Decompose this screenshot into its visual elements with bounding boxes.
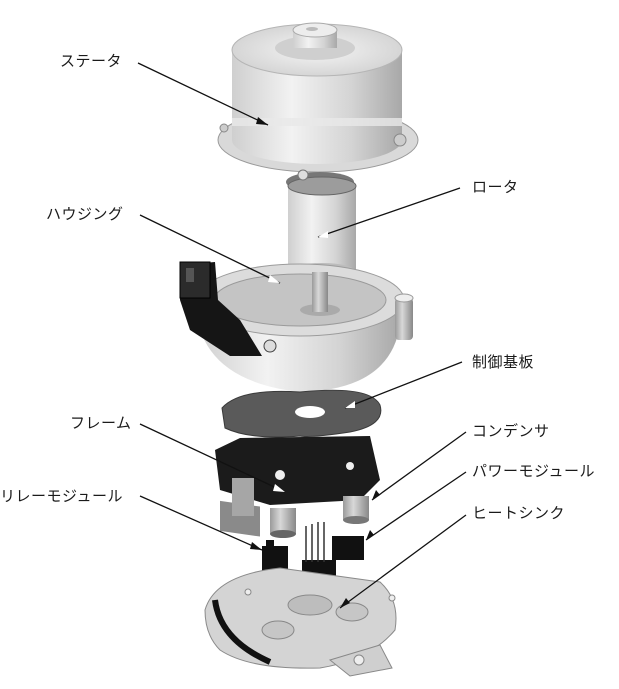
label-power-module: パワーモジュール [472,462,595,480]
heat-sink-part [204,567,397,677]
label-control-board: 制御基板 [472,353,535,371]
leader-lines [137,62,467,609]
relay-module-part [262,540,288,572]
housing-part [179,261,414,392]
stator-part [217,22,419,173]
arrowheads [250,117,380,608]
label-relay-module: リレーモジュール [0,487,123,505]
frame-part [215,436,380,537]
label-housing: ハウジング [46,205,124,223]
label-frame: フレーム [70,414,132,432]
control-board-part [221,389,382,438]
label-rotor: ロータ [472,178,519,196]
capacitor-part [270,496,369,538]
label-heat-sink: ヒートシンク [472,504,566,522]
label-capacitor: コンデンサ [472,422,550,440]
label-stator: ステータ [60,52,123,70]
